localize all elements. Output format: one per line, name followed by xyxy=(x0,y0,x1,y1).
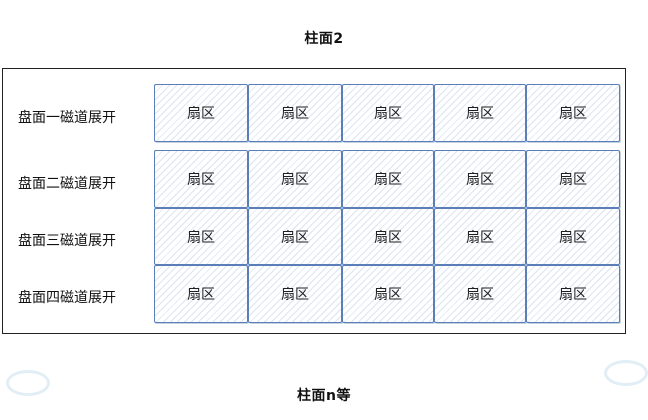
sector-r4-c5: 扇区 xyxy=(526,265,620,323)
sector-label: 扇区 xyxy=(466,106,494,122)
watermark-logo-icon xyxy=(604,360,648,386)
sector-label: 扇区 xyxy=(466,172,494,188)
sector-label: 扇区 xyxy=(281,172,309,188)
row-label-platter-3: 盘面三磁道展开 xyxy=(18,233,116,249)
row-label-platter-4: 盘面四磁道展开 xyxy=(18,290,116,306)
sector-label: 扇区 xyxy=(559,287,587,303)
sector-r2-c5: 扇区 xyxy=(526,150,620,208)
sector-label: 扇区 xyxy=(187,287,215,303)
sector-r1-c1: 扇区 xyxy=(154,84,248,142)
sector-r4-c3: 扇区 xyxy=(342,265,434,323)
sector-label: 扇区 xyxy=(466,287,494,303)
sector-r3-c3: 扇区 xyxy=(342,208,434,265)
sector-label: 扇区 xyxy=(187,172,215,188)
sector-r1-c2: 扇区 xyxy=(248,84,342,142)
sector-r3-c5: 扇区 xyxy=(526,208,620,265)
sector-label: 扇区 xyxy=(374,229,402,246)
sector-label: 扇区 xyxy=(374,172,402,188)
sector-label: 扇区 xyxy=(187,229,215,246)
diagram-title-bottom: 柱面n等 xyxy=(297,388,351,404)
sector-r3-c1: 扇区 xyxy=(154,208,248,265)
sector-label: 扇区 xyxy=(466,229,494,246)
sector-r4-c2: 扇区 xyxy=(248,265,342,323)
sector-label: 扇区 xyxy=(281,229,309,246)
sector-label: 扇区 xyxy=(559,172,587,188)
sector-label: 扇区 xyxy=(187,106,215,122)
sector-label: 扇区 xyxy=(281,287,309,303)
sector-r2-c2: 扇区 xyxy=(248,150,342,208)
sector-r1-c4: 扇区 xyxy=(434,84,526,142)
sector-label: 扇区 xyxy=(374,287,402,303)
sector-label: 扇区 xyxy=(559,106,587,122)
sector-r3-c4: 扇区 xyxy=(434,208,526,265)
row-label-platter-1: 盘面一磁道展开 xyxy=(18,110,116,126)
sector-r4-c4: 扇区 xyxy=(434,265,526,323)
sector-label: 扇区 xyxy=(374,106,402,122)
sector-r1-c3: 扇区 xyxy=(342,84,434,142)
sector-r2-c3: 扇区 xyxy=(342,150,434,208)
diagram-title-top: 柱面2 xyxy=(304,31,344,47)
sector-label: 扇区 xyxy=(559,229,587,246)
sector-r1-c5: 扇区 xyxy=(526,84,620,142)
sector-r2-c1: 扇区 xyxy=(154,150,248,208)
sector-r2-c4: 扇区 xyxy=(434,150,526,208)
sector-r4-c1: 扇区 xyxy=(154,265,248,323)
row-label-platter-2: 盘面二磁道展开 xyxy=(18,176,116,192)
sector-label: 扇区 xyxy=(281,106,309,122)
sector-r3-c2: 扇区 xyxy=(248,208,342,265)
